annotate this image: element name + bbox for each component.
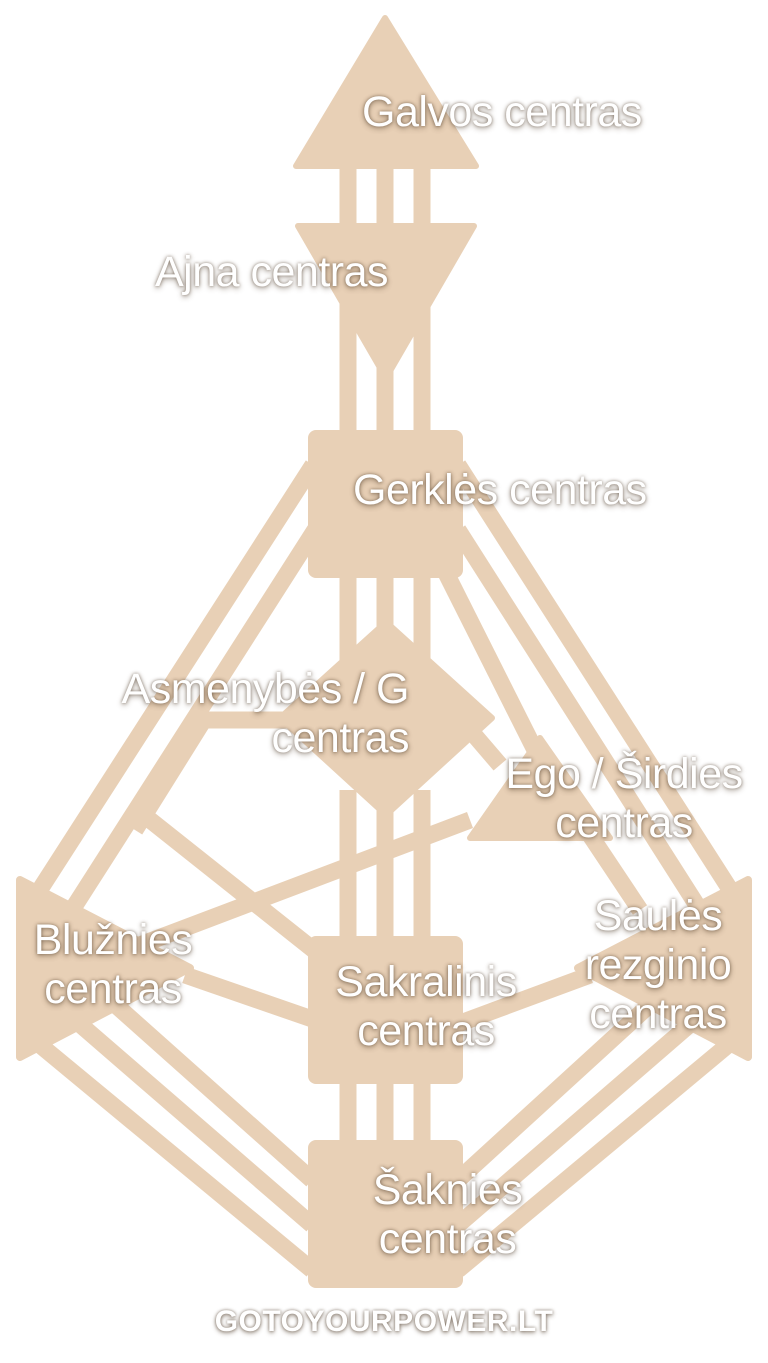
sacral-center-shape bbox=[308, 936, 463, 1084]
g-center-label: Asmenybės / G centras bbox=[84, 665, 410, 763]
throat-center-shape bbox=[308, 430, 463, 578]
solar-plexus-center-label-line-1: Saulės bbox=[593, 892, 723, 940]
g-center-label-line-1: Asmenybės / G bbox=[121, 665, 410, 713]
root-center-label-line-2: centras bbox=[378, 1215, 517, 1263]
channel-spleen-root-3 bbox=[104, 993, 318, 1187]
website-footer: GOTOYOURPOWER.LT bbox=[214, 1305, 554, 1338]
channel-solar-root-2 bbox=[452, 1013, 701, 1232]
root-center-label-line-1: Šaknies bbox=[372, 1166, 523, 1214]
solar-plexus-center-label: Saulės rezginio centras bbox=[560, 892, 756, 1039]
root-center-shape bbox=[308, 1140, 463, 1288]
channel-throat-solar-outer bbox=[450, 460, 748, 910]
ajna-center-label: Ajna centras bbox=[155, 248, 389, 296]
ego-center-label-line-1: Ego / Širdies bbox=[505, 750, 743, 798]
head-center-shape bbox=[293, 15, 479, 169]
channel-solar-root-1 bbox=[452, 1038, 734, 1277]
head-center-label: Galvos centras bbox=[362, 88, 642, 136]
ego-center-label: Ego / Širdies centras bbox=[488, 750, 760, 848]
throat-center-label: Gerklės centras bbox=[353, 466, 647, 514]
channel-spleen-root-1 bbox=[34, 1038, 318, 1277]
solar-plexus-center-label-line-2: rezginio bbox=[584, 941, 732, 989]
channel-spleen-sacral bbox=[134, 805, 326, 962]
channel-ego-spleen bbox=[136, 812, 474, 953]
channels bbox=[22, 160, 748, 1277]
channel-sacral-solar bbox=[452, 967, 593, 1033]
channel-solar-root-3 bbox=[452, 993, 661, 1187]
channel-throat-ego bbox=[434, 561, 548, 764]
centers bbox=[16, 15, 752, 1288]
sacral-center-label-line-1: Sakralinis bbox=[335, 958, 517, 1006]
spleen-center-label-line-2: centras bbox=[44, 965, 182, 1013]
sacral-center-label: Sakralinis centras bbox=[313, 958, 539, 1056]
root-center-label: Šaknies centras bbox=[345, 1166, 550, 1264]
spleen-center-shape bbox=[16, 876, 194, 1061]
solar-plexus-center-label-line-3: centras bbox=[589, 990, 727, 1038]
solar-plexus-center-shape bbox=[574, 876, 752, 1061]
g-center-label-line-2: centras bbox=[271, 714, 409, 762]
channel-throat-solar-inner bbox=[450, 525, 708, 915]
sacral-center-label-line-2: centras bbox=[357, 1007, 495, 1055]
ego-center-label-line-2: centras bbox=[555, 799, 693, 847]
ajna-center-shape bbox=[295, 223, 477, 381]
spleen-center-label-line-1: Blužnies bbox=[33, 916, 193, 964]
channel-spleen-root-2 bbox=[69, 1013, 318, 1232]
channel-spleen-sacral-short bbox=[182, 966, 318, 1029]
spleen-center-label: Blužnies centras bbox=[18, 916, 208, 1014]
channel-throat-spleen-outer bbox=[22, 460, 321, 910]
ego-center-shape bbox=[467, 735, 613, 841]
g-center-shape bbox=[277, 619, 495, 818]
channel-throat-spleen-inner bbox=[64, 525, 323, 915]
